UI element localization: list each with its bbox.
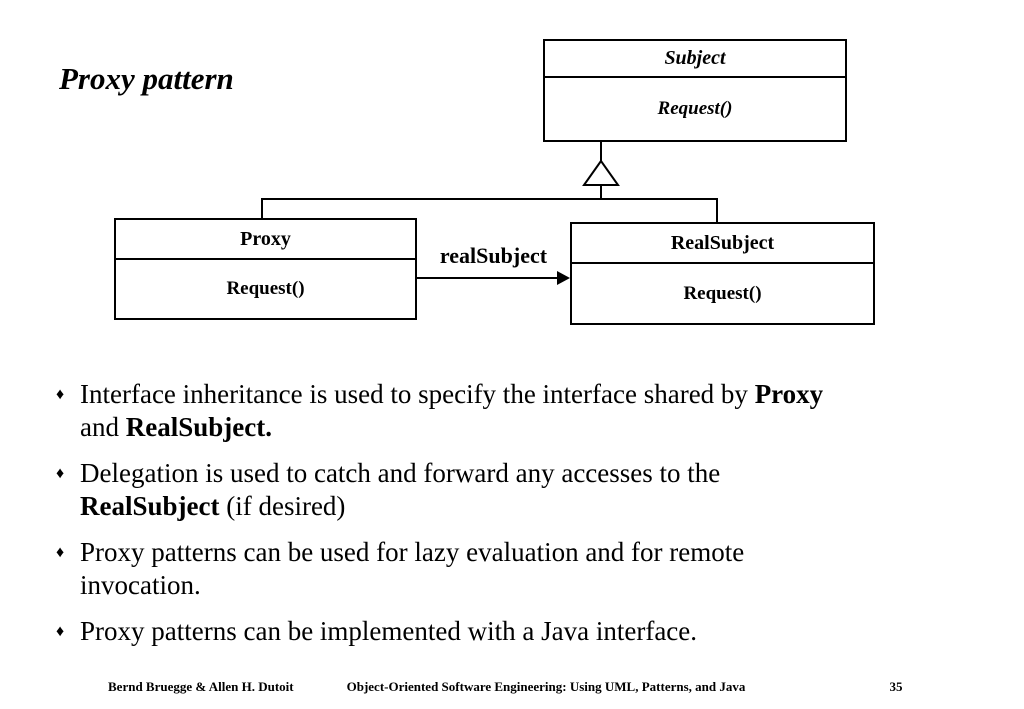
- inheritance-line-drop-realsubject: [716, 198, 718, 223]
- footer-authors: Bernd Bruegge & Allen H. Dutoit: [108, 679, 294, 694]
- association-label: realSubject: [439, 243, 548, 268]
- inheritance-line-vertical: [600, 141, 602, 162]
- bullet-item: ♦ Proxy patterns can be used for lazy eva…: [56, 536, 986, 602]
- bullet-text: Proxy patterns can be used for lazy eval…: [80, 537, 745, 600]
- inheritance-line-drop-proxy: [261, 198, 263, 219]
- bullet-item: ♦ Proxy patterns can be implemented with …: [56, 615, 986, 648]
- inheritance-line-stem: [600, 185, 602, 199]
- bullet-text: Proxy patterns can be implemented with a…: [80, 616, 698, 646]
- class-method-proxy: Request(): [226, 278, 305, 299]
- class-method-realsubject: Request(): [683, 282, 762, 304]
- bullet-text: Interface inheritance is used to specify…: [80, 379, 824, 442]
- bullet-list: ♦ Interface inheritance is used to specif…: [56, 378, 986, 661]
- association-arrowhead-icon: [557, 271, 570, 285]
- slide-title: Proxy pattern: [59, 60, 234, 96]
- inheritance-line-horizontal: [261, 198, 718, 200]
- diamond-bullet-icon: ♦: [56, 465, 65, 482]
- class-name-realsubject: RealSubject: [572, 224, 873, 264]
- association-arrow-line: [417, 277, 559, 279]
- bullet-item: ♦ Delegation is used to catch and forward…: [56, 457, 986, 523]
- class-method-subject: Request(): [657, 98, 733, 119]
- footer-book-title: Object-Oriented Software Engineering: Us…: [346, 679, 746, 694]
- diamond-bullet-icon: ♦: [56, 623, 65, 640]
- generalization-triangle-icon: [582, 159, 620, 187]
- diamond-bullet-icon: ♦: [56, 386, 65, 403]
- class-box-subject: Subject Request(): [543, 39, 847, 142]
- class-box-realsubject: RealSubject Request(): [570, 222, 875, 325]
- footer-page-number: 35: [889, 679, 903, 694]
- class-name-proxy: Proxy: [116, 220, 415, 260]
- bullet-item: ♦ Interface inheritance is used to specif…: [56, 378, 986, 444]
- diamond-bullet-icon: ♦: [56, 544, 65, 561]
- class-box-proxy: Proxy Request(): [114, 218, 417, 320]
- class-name-subject: Subject: [545, 41, 845, 78]
- bullet-text: Delegation is used to catch and forward …: [80, 458, 721, 521]
